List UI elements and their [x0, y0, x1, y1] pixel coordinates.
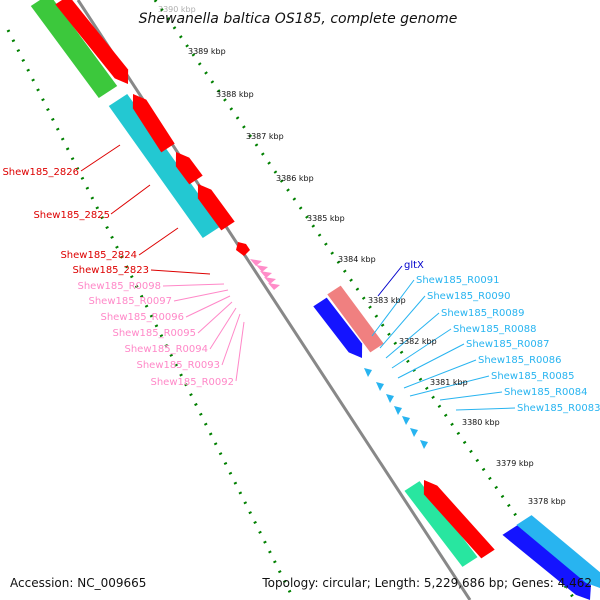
- gene-label[interactable]: Shew185_2826: [2, 167, 79, 178]
- gene-label[interactable]: Shew185_R0094: [124, 344, 208, 355]
- leader-line: [150, 269, 211, 275]
- rna-arrow[interactable]: [364, 368, 372, 377]
- gene-feature[interactable]: [313, 297, 363, 358]
- left-gene-labels: Shew185_2826 Shew185_2825 Shew185_2824 S…: [2, 167, 234, 388]
- gene-label[interactable]: Shew185_R0087: [466, 339, 550, 350]
- gene-feature[interactable]: [423, 480, 495, 559]
- kbp-label: 3385 kbp: [307, 214, 345, 223]
- rna-arrow[interactable]: [420, 440, 428, 449]
- map-title: Shewanella baltica OS185, complete genom…: [139, 11, 458, 27]
- rna-arrow[interactable]: [250, 259, 262, 266]
- gene-label[interactable]: Shew185_R0098: [77, 281, 161, 292]
- gene-label[interactable]: Shew185_2824: [60, 250, 137, 261]
- leader-line: [138, 227, 179, 256]
- leader-line: [377, 265, 403, 297]
- leader-line: [439, 391, 503, 401]
- gene-feature[interactable]: [30, 0, 118, 99]
- gene-label[interactable]: Shew185_R0093: [136, 360, 220, 371]
- gene-feature[interactable]: [404, 481, 478, 567]
- gene-label[interactable]: Shew185_R0091: [416, 275, 500, 286]
- rna-arrow[interactable]: [260, 271, 272, 278]
- gene-label[interactable]: Shew185_R0086: [478, 355, 562, 366]
- kbp-label: 3378 kbp: [528, 497, 566, 506]
- gene-label[interactable]: Shew185_R0083: [517, 403, 600, 414]
- leader-line: [162, 283, 225, 287]
- rna-arrow[interactable]: [268, 283, 280, 290]
- leader-line: [197, 301, 233, 334]
- leader-line: [371, 279, 415, 337]
- gene-label[interactable]: Shew185_R0092: [150, 377, 234, 388]
- kbp-label: 3382 kbp: [399, 337, 437, 346]
- gene-feature[interactable]: [197, 184, 235, 231]
- gene-feature[interactable]: [108, 93, 222, 239]
- gene-label[interactable]: gltX: [404, 260, 424, 271]
- accession-text: Accession: NC_009665: [10, 576, 146, 590]
- kbp-label: 3388 kbp: [216, 90, 254, 99]
- gene-feature[interactable]: [502, 525, 591, 600]
- gene-feature[interactable]: [516, 515, 600, 588]
- kbp-label: 3381 kbp: [430, 378, 468, 387]
- leader-line: [379, 295, 426, 349]
- leader-line: [209, 307, 237, 350]
- kbp-label: 3390 kbp: [158, 5, 196, 14]
- gene-label[interactable]: Shew185_R0085: [491, 371, 575, 382]
- leader-line: [455, 407, 516, 411]
- gene-label[interactable]: Shew185_R0095: [112, 328, 196, 339]
- leader-line: [173, 289, 229, 302]
- rna-arrow[interactable]: [394, 406, 402, 415]
- leader-line: [221, 313, 241, 366]
- kbp-label: 3379 kbp: [496, 459, 534, 468]
- tick-rulers: [6, 0, 577, 600]
- kbp-label: 3386 kbp: [276, 174, 314, 183]
- outer-tick-ruler: [153, 0, 577, 600]
- gene-label[interactable]: Shew185_R0090: [427, 291, 511, 302]
- rna-arrow[interactable]: [402, 416, 410, 425]
- gene-feature[interactable]: [132, 94, 175, 153]
- label-leaders: [80, 144, 516, 411]
- gene-label[interactable]: Shew185_R0088: [453, 324, 537, 335]
- gene-feature[interactable]: [55, 0, 129, 84]
- kbp-label: 3389 kbp: [188, 47, 226, 56]
- leader-line: [391, 328, 452, 369]
- gene-label[interactable]: Shew185_R0084: [504, 387, 588, 398]
- kbp-label: 3384 kbp: [338, 255, 376, 264]
- leader-line: [403, 359, 477, 389]
- kbp-labels: 3390 kbp 3389 kbp 3388 kbp 3387 kbp 3386…: [158, 5, 566, 506]
- leader-line: [80, 144, 121, 172]
- gene-label[interactable]: Shew185_R0089: [441, 308, 525, 319]
- gene-features: [30, 0, 600, 600]
- leader-line: [385, 312, 440, 359]
- rna-arrow[interactable]: [256, 265, 268, 272]
- rna-arrows: [250, 259, 428, 449]
- kbp-label: 3380 kbp: [462, 418, 500, 427]
- rna-arrow[interactable]: [376, 382, 384, 391]
- gene-label[interactable]: Shew185_R0097: [88, 296, 172, 307]
- leader-line: [235, 321, 245, 382]
- gene-label[interactable]: Shew185_2823: [72, 265, 149, 276]
- gene-feature[interactable]: [236, 242, 250, 256]
- gene-feature[interactable]: [327, 285, 384, 353]
- leader-line: [397, 343, 465, 379]
- leader-line: [185, 295, 231, 318]
- kbp-label: 3383 kbp: [368, 296, 406, 305]
- gene-label[interactable]: Shew185_2825: [33, 210, 110, 221]
- rna-arrow[interactable]: [264, 277, 276, 284]
- topology-text: Topology: circular; Length: 5,229,686 bp…: [261, 576, 592, 590]
- leader-line: [409, 375, 490, 397]
- leader-line: [110, 184, 151, 215]
- right-gene-labels: gltX Shew185_R0091 Shew185_R0090 Shew185…: [404, 260, 600, 414]
- kbp-label: 3387 kbp: [246, 132, 284, 141]
- rna-arrow[interactable]: [386, 394, 394, 403]
- rna-arrow[interactable]: [410, 428, 418, 437]
- gene-label[interactable]: Shew185_R0096: [100, 312, 184, 323]
- gene-feature[interactable]: [175, 152, 203, 185]
